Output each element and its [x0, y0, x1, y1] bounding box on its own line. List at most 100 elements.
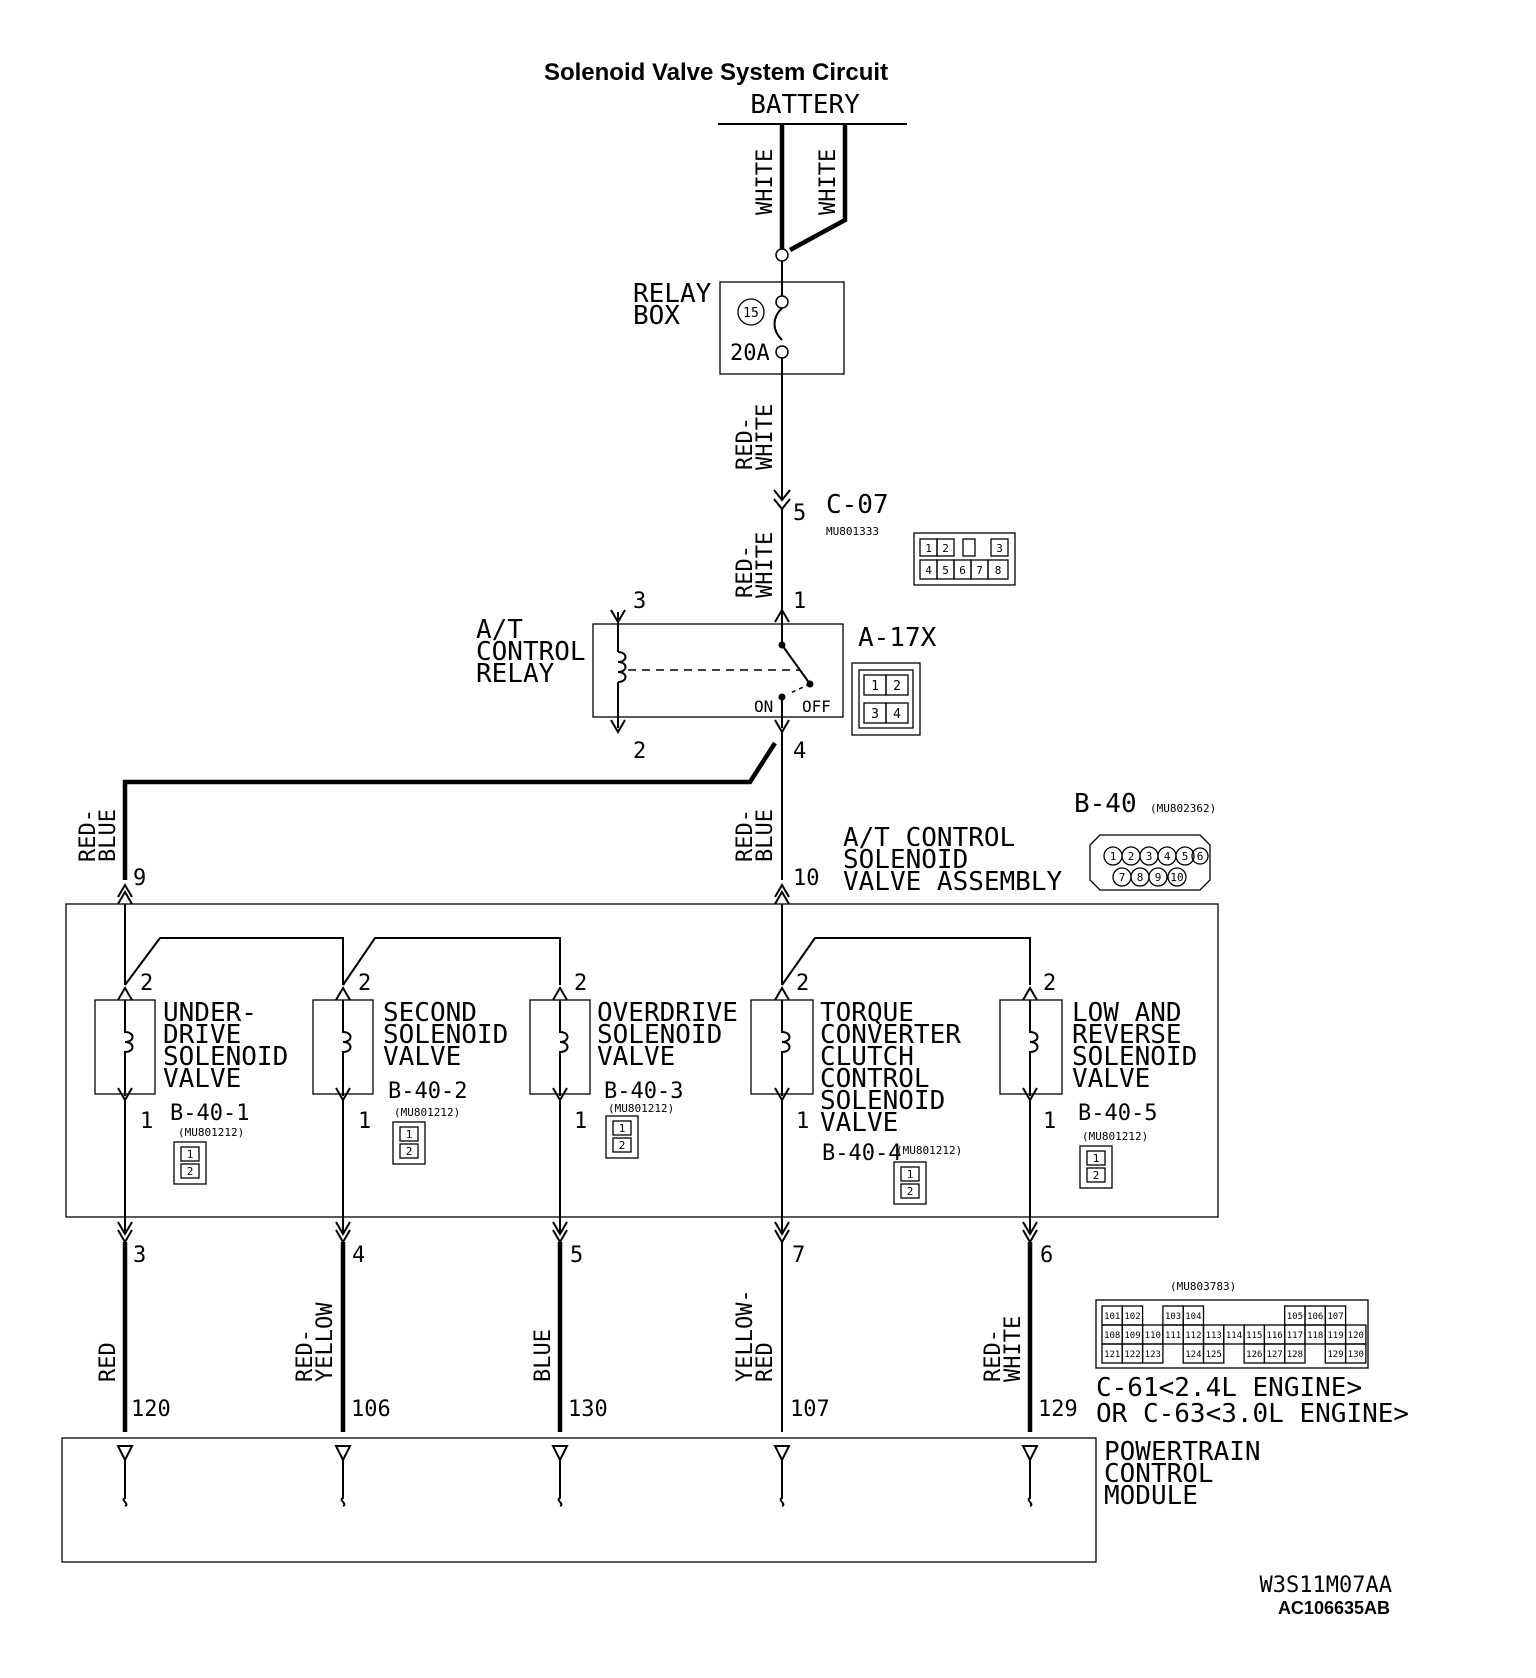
wire-label-rw2-line2: WHITE: [753, 532, 778, 598]
out-pin-overdrive: 5: [570, 1243, 583, 1268]
svg-text:2: 2: [574, 971, 587, 996]
red-blue-wire-left: [122, 741, 777, 880]
pcm-cell: 129: [1327, 1350, 1343, 1360]
diagram-title: Solenoid Valve System Circuit: [544, 59, 888, 86]
svg-text:1: 1: [1110, 850, 1117, 863]
svg-text:(MU801212): (MU801212): [178, 1126, 244, 1139]
wire-label-rw1-line2: WHITE: [753, 404, 778, 470]
wire-right-label-1: RED-: [733, 809, 758, 862]
white-wire-b-label: WHITE: [816, 149, 841, 215]
svg-text:1: 1: [358, 1109, 371, 1134]
svg-text:CONVERTER: CONVERTER: [820, 1020, 961, 1050]
wire-label-yellow-red-1: YELLOW-: [733, 1289, 758, 1382]
pcm-cell-frame: [1344, 1343, 1367, 1364]
pcm-cell: 110: [1145, 1331, 1161, 1341]
pcm-cell: 103: [1165, 1312, 1181, 1322]
pcm-cell: 107: [1327, 1312, 1343, 1322]
relay-label-2: CONTROL: [476, 637, 586, 667]
svg-text:1: 1: [871, 679, 879, 694]
wire-label-blue: BLUE: [531, 1329, 556, 1382]
svg-text:8: 8: [995, 564, 1002, 577]
svg-text:VALVE: VALVE: [820, 1108, 898, 1138]
svg-text:2: 2: [1043, 971, 1056, 996]
pcm-cell: 121: [1104, 1350, 1120, 1360]
svg-text:B-40-5: B-40-5: [1078, 1101, 1157, 1126]
valve-second-connector-icon: 1 2: [392, 1121, 426, 1165]
out-pin-lowreverse: 6: [1040, 1243, 1053, 1268]
svg-text:3: 3: [1146, 850, 1153, 863]
pcm-cell: 117: [1287, 1331, 1303, 1341]
splice-point: [775, 248, 789, 262]
wire-label-red-white-2: WHITE: [1001, 1316, 1026, 1382]
connector-a17x-icon: 1 2 3 4: [851, 662, 921, 736]
svg-text:VALVE: VALVE: [163, 1064, 241, 1094]
svg-text:1: 1: [140, 1109, 153, 1134]
valve-overdrive-connector-icon: 1 2: [605, 1115, 639, 1159]
svg-text:2: 2: [406, 1145, 413, 1158]
pcm-label-3: MODULE: [1104, 1481, 1198, 1511]
valve-lowreverse-connector-icon: 1 2: [1079, 1145, 1113, 1189]
svg-text:CLUTCH: CLUTCH: [820, 1042, 914, 1072]
assembly-pin-9: 9: [133, 866, 146, 891]
pcm-cell: 126: [1246, 1350, 1262, 1360]
pcm-cell: 105: [1287, 1312, 1303, 1322]
pcm-cell: 115: [1246, 1331, 1262, 1341]
pcm-cell: 112: [1185, 1331, 1201, 1341]
svg-text:1: 1: [406, 1128, 413, 1141]
pcm-cell: 104: [1185, 1312, 1201, 1322]
svg-text:B-40-3: B-40-3: [604, 1079, 683, 1104]
svg-text:1: 1: [907, 1168, 914, 1181]
pcm-terminals: [116, 1445, 1039, 1507]
relay-pin1: 1: [793, 589, 806, 614]
svg-text:2: 2: [187, 1165, 194, 1178]
svg-text:VALVE: VALVE: [383, 1042, 461, 1072]
assembly-label-2: SOLENOID: [843, 845, 968, 875]
relay-label-3: RELAY: [476, 659, 555, 689]
svg-text:4: 4: [893, 707, 901, 722]
svg-text:6: 6: [1197, 850, 1204, 863]
pcm-connector-line-1: C-61<2.4L ENGINE>: [1096, 1373, 1362, 1403]
relay-box-label-1: RELAY: [633, 279, 712, 309]
svg-text:VALVE: VALVE: [1072, 1064, 1150, 1094]
pcm-cell: 109: [1124, 1331, 1140, 1341]
svg-text:SOLENOID: SOLENOID: [1072, 1042, 1197, 1072]
pcm-cell: 120: [1348, 1331, 1364, 1341]
assembly-pin9-chevrons: [117, 883, 133, 905]
svg-text:B-40-2: B-40-2: [388, 1079, 467, 1104]
wire-left-label-1: RED-: [76, 809, 101, 862]
relay-on-label: ON: [754, 697, 773, 716]
assembly-label-1: A/T CONTROL: [843, 823, 1015, 853]
wire-label-red: RED: [96, 1342, 121, 1382]
svg-text:LOW AND: LOW AND: [1072, 998, 1182, 1028]
svg-text:5: 5: [1182, 850, 1189, 863]
pcm-cell: 106: [1307, 1312, 1323, 1322]
svg-text:8: 8: [1137, 871, 1144, 884]
svg-text:TORQUE: TORQUE: [820, 998, 914, 1028]
battery-label: BATTERY: [750, 90, 860, 120]
pcm-cell: 128: [1287, 1350, 1303, 1360]
connector-b40-id: B-40: [1074, 789, 1137, 819]
svg-text:7: 7: [1119, 871, 1126, 884]
relay-dashed-off: [787, 683, 811, 695]
fuse-terminal-top: [775, 295, 789, 309]
pcm-cell: 102: [1124, 1312, 1140, 1322]
svg-text:1: 1: [187, 1148, 194, 1161]
white-wire-b: [788, 124, 848, 252]
pcm-pin-120: 120: [131, 1397, 171, 1422]
pcm-pin-107: 107: [790, 1397, 830, 1422]
pcm-cell: 119: [1327, 1331, 1343, 1341]
diagram-code-1: W3S11M07AA: [1260, 1573, 1392, 1598]
svg-text:1: 1: [574, 1109, 587, 1134]
svg-text:2: 2: [1128, 850, 1135, 863]
wire-label-red-yellow-1: RED-: [293, 1329, 318, 1382]
connector-c07-pin: 5: [793, 501, 806, 526]
wire-label-red-yellow-2: YELLOW: [313, 1302, 338, 1382]
powertrain-control-module-box: [61, 1437, 1097, 1563]
pcm-pin-130: 130: [568, 1397, 608, 1422]
svg-text:4: 4: [925, 564, 932, 577]
relay-pin2-lead: [610, 682, 626, 734]
connector-c07-icon: 1 2 3 4 5 6 7 8: [913, 532, 1016, 586]
pcm-cell-frame: [1141, 1343, 1164, 1364]
svg-text:4: 4: [1164, 850, 1171, 863]
svg-text:REVERSE: REVERSE: [1072, 1020, 1182, 1050]
